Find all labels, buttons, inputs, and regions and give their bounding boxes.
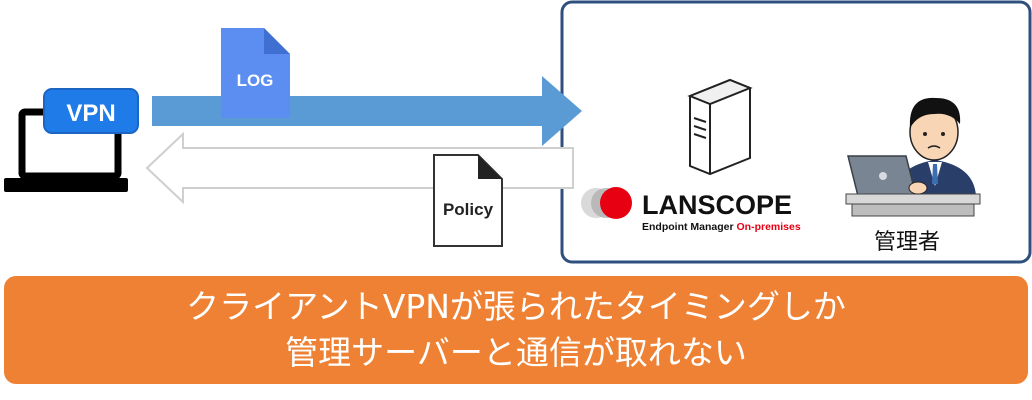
- lanscope-logo-name: LANSCOPE: [642, 190, 792, 220]
- server-icon: [687, 78, 753, 176]
- caption-line-1: クライアントVPNが張られたタイミングしか: [186, 287, 846, 326]
- vpn-badge: VPN: [43, 88, 139, 134]
- policy-document-icon: Policy: [433, 154, 503, 247]
- download-arrow: [145, 131, 574, 205]
- administrator-label: 管理者: [874, 230, 940, 255]
- log-document-label: LOG: [237, 71, 274, 90]
- vpn-badge-text: VPN: [66, 100, 115, 127]
- caption-banner: クライアントVPNが張られたタイミングしか 管理サーバーと通信が取れない: [4, 276, 1028, 384]
- upload-arrow: [152, 76, 582, 146]
- policy-document-label: Policy: [443, 200, 494, 219]
- lanscope-logo-subtitle: Endpoint Manager On-premises: [642, 221, 801, 233]
- log-document-icon: LOG: [221, 28, 290, 118]
- administrator-icon: [845, 97, 981, 217]
- lanscope-logo: LANSCOPE Endpoint Manager On-premises: [581, 187, 801, 233]
- caption-line-2: 管理サーバーと通信が取れない: [285, 333, 747, 372]
